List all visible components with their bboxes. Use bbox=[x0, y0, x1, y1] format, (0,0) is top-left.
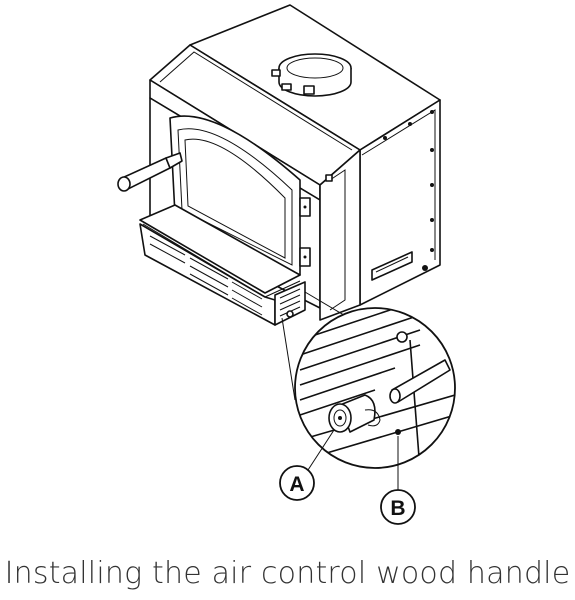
stove-diagram: A B bbox=[117, 4, 456, 525]
stove-body bbox=[117, 4, 441, 326]
callout-b-label: B bbox=[390, 497, 405, 520]
callout-b: B bbox=[380, 436, 416, 525]
stove-door bbox=[169, 115, 311, 276]
side-bolts bbox=[383, 110, 434, 271]
callout-a-label: A bbox=[289, 473, 304, 496]
callout-a: A bbox=[279, 429, 335, 501]
lower-louvers bbox=[139, 223, 306, 326]
air-control-handle bbox=[328, 394, 381, 433]
detail-magnifier bbox=[294, 307, 456, 469]
flue-collar bbox=[271, 53, 352, 97]
door-handle bbox=[117, 152, 183, 192]
figure-caption: Installing the air control wood handle bbox=[4, 556, 571, 591]
set-screw bbox=[395, 429, 401, 435]
